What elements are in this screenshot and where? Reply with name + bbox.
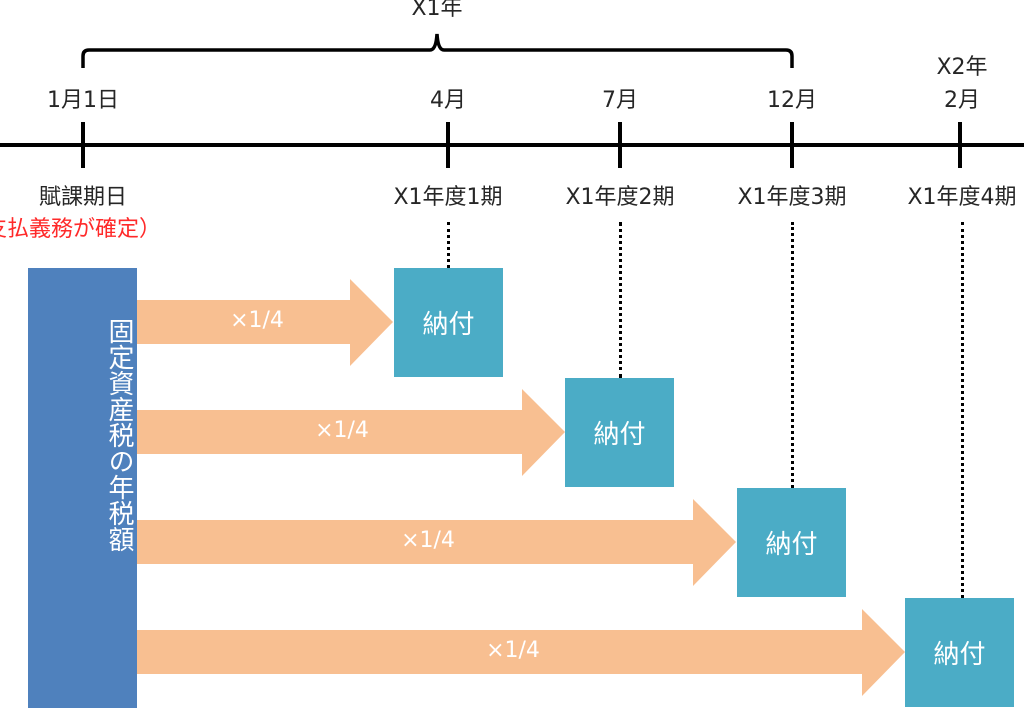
payment-box-2: 納付 (565, 378, 674, 487)
fraction-label-2: ×1/4 (315, 418, 369, 443)
connector-3 (791, 222, 794, 488)
arrow-1 (137, 279, 393, 366)
tick-jul (618, 122, 622, 168)
payment-label: 納付 (593, 420, 646, 450)
year-brace (81, 33, 794, 68)
tick-label-x2-year: X2年 (936, 55, 988, 80)
payment-box-4: 納付 (905, 598, 1014, 707)
payment-label: 納付 (765, 530, 818, 560)
tick-label-jan1: 1月1日 (47, 88, 119, 113)
payment-obligation-note: （支払義務が確定） (0, 217, 162, 242)
tick-dec (790, 122, 794, 168)
arrow-3 (137, 499, 736, 586)
connector-4 (961, 222, 964, 598)
connector-2 (619, 222, 622, 378)
annual-tax-bar (28, 268, 137, 708)
payment-label: 納付 (422, 310, 475, 340)
fraction-label-1: ×1/4 (230, 308, 284, 333)
payment-label: 納付 (933, 640, 986, 670)
connector-1 (447, 222, 450, 268)
arrow-4 (137, 609, 905, 696)
fraction-label-4: ×1/4 (486, 638, 540, 663)
fraction-label-3: ×1/4 (401, 528, 455, 553)
annual-tax-label: 固定資産税の年税額 (104, 318, 134, 552)
arrow-2 (137, 389, 565, 476)
period-3-label: X1年度3期 (737, 185, 847, 210)
timeline-axis (0, 143, 1024, 147)
tick-label-jul: 7月 (602, 88, 638, 113)
period-label: X1年 (411, 0, 463, 21)
tick-label-dec: 12月 (767, 88, 817, 113)
tick-apr (446, 122, 450, 168)
period-2-label: X1年度2期 (565, 185, 675, 210)
tick-label-feb: 2月 (944, 88, 980, 113)
tick-feb (958, 122, 962, 168)
period-4-label: X1年度4期 (907, 185, 1017, 210)
tick-label-apr: 4月 (430, 88, 466, 113)
tick-jan1 (81, 122, 85, 168)
assessment-date-label: 賦課期日 (38, 185, 128, 210)
period-1-label: X1年度1期 (393, 185, 503, 210)
payment-box-1: 納付 (394, 268, 503, 377)
payment-box-3: 納付 (737, 488, 846, 597)
